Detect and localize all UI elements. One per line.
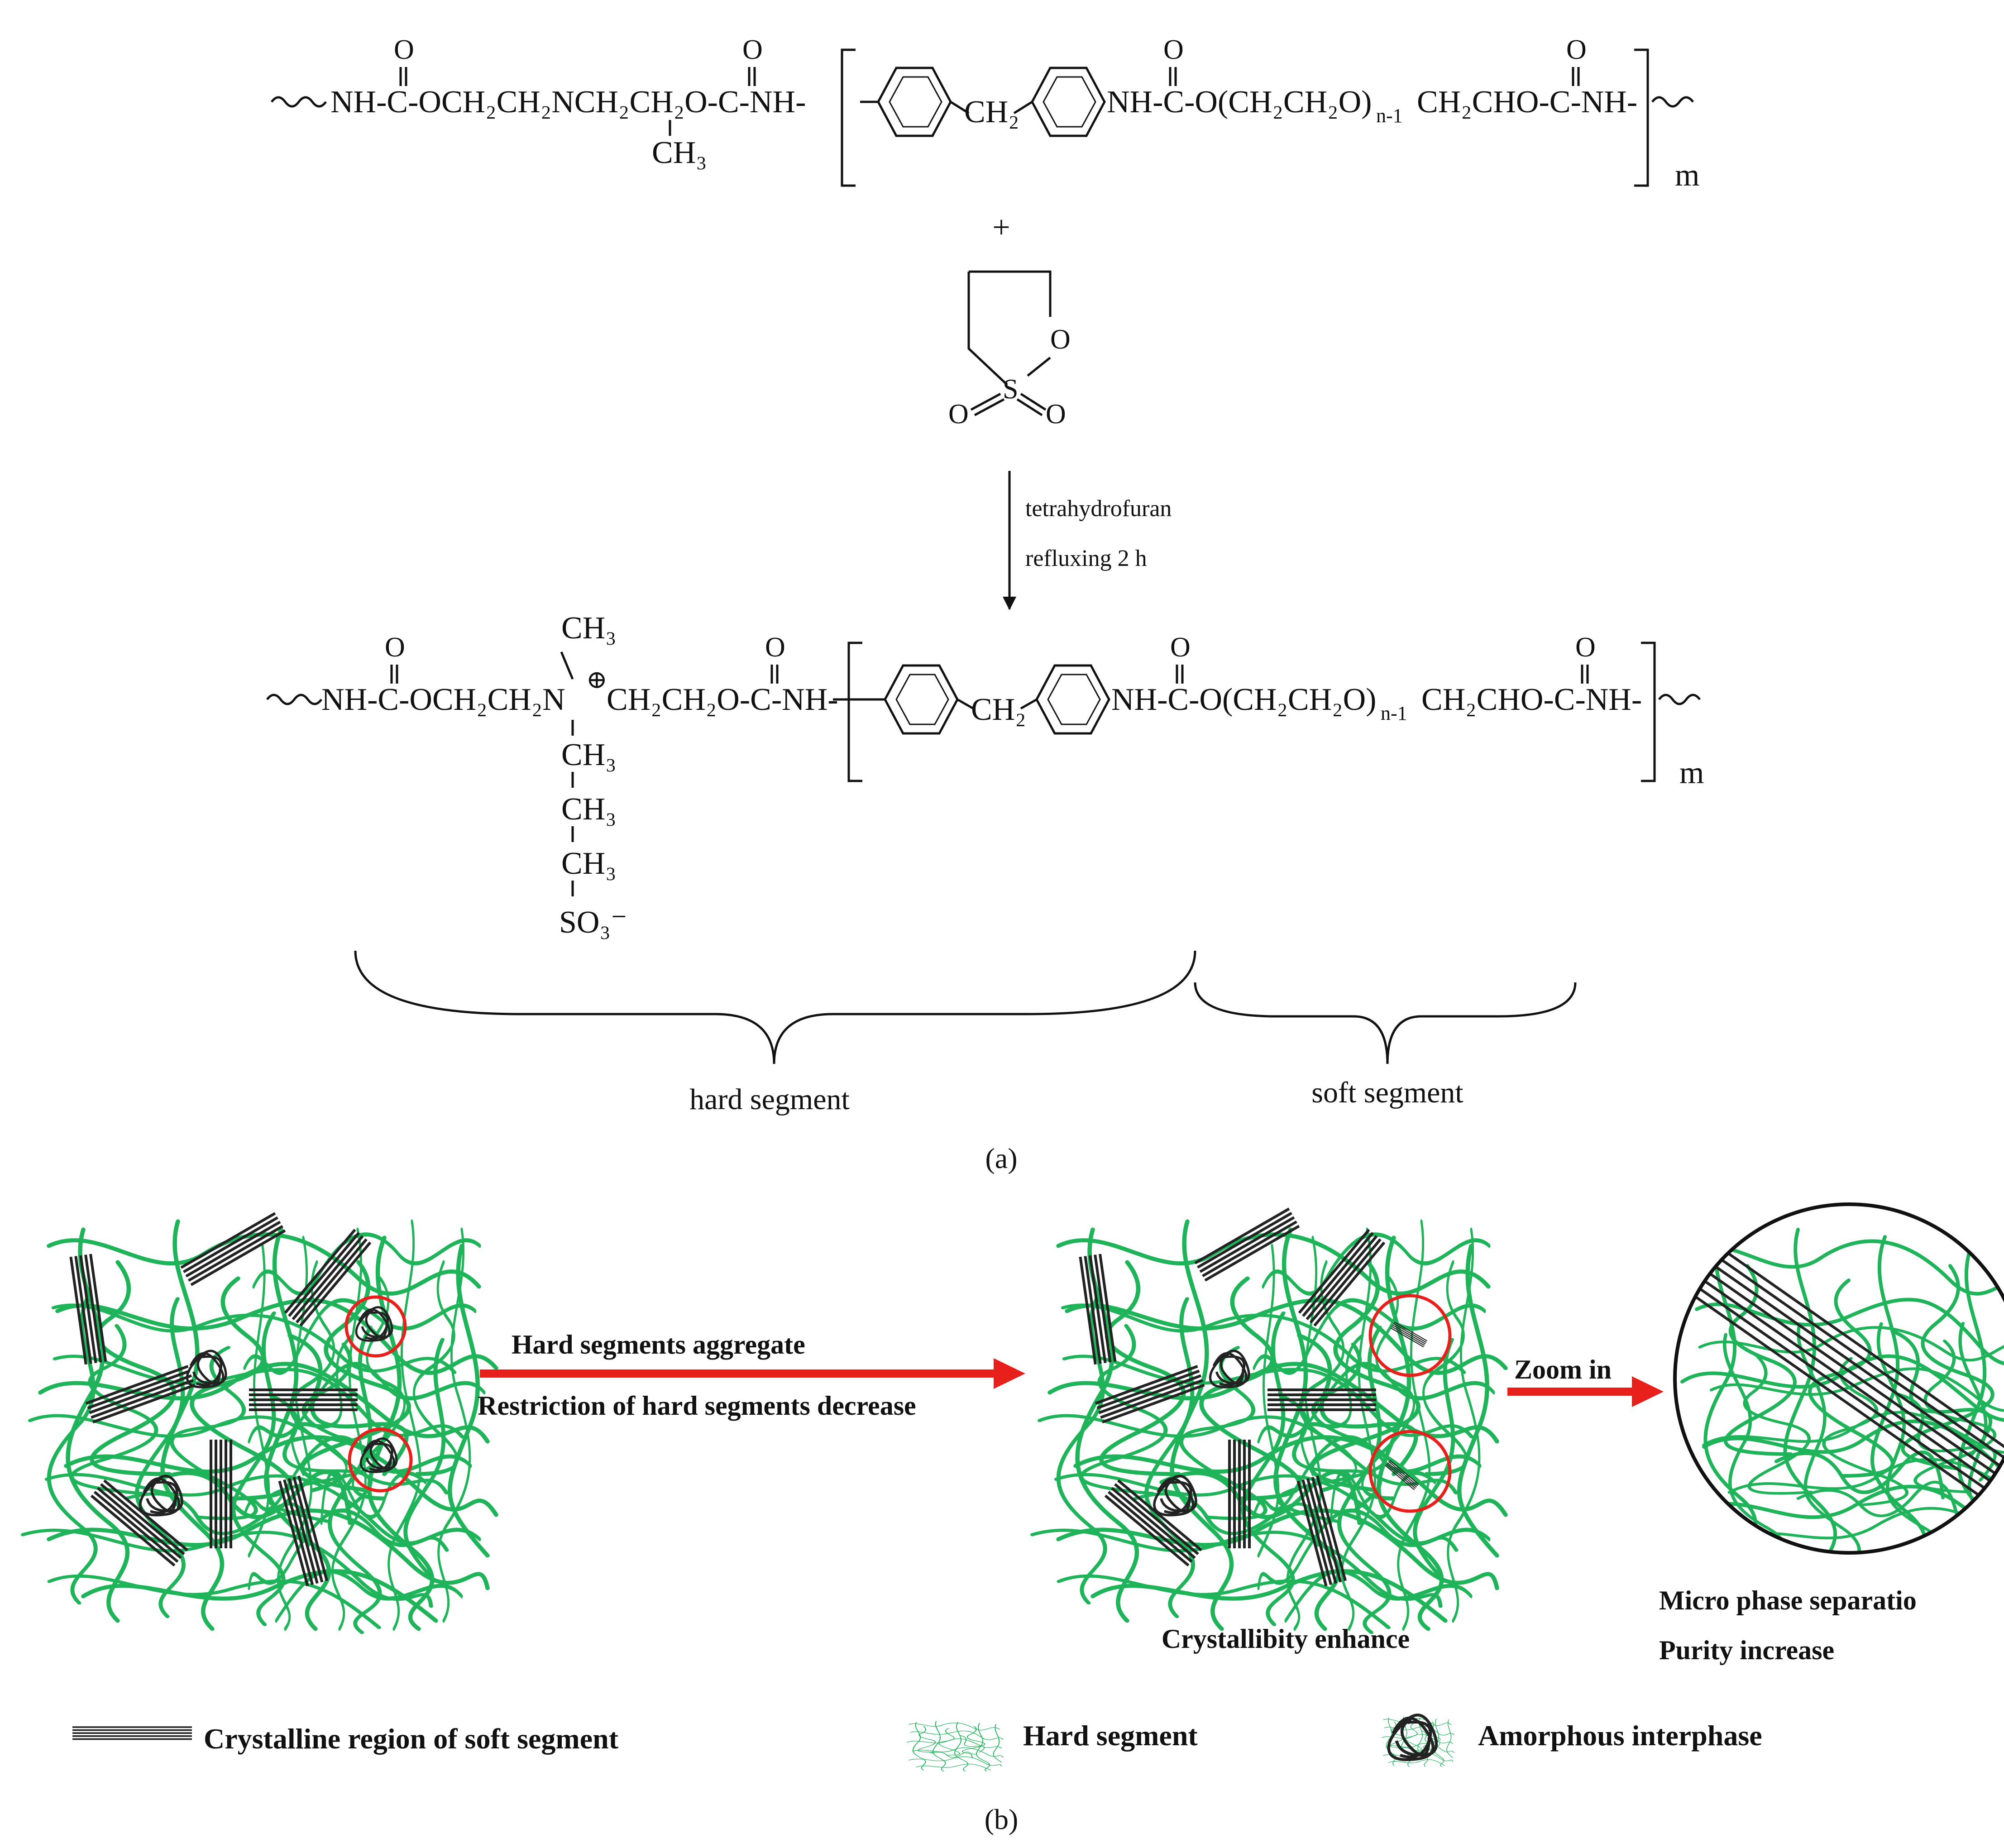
wavy-end-right-icon	[1658, 694, 1701, 705]
zoom-caption-line1: Micro phase separatio	[1659, 1585, 1917, 1615]
hard-segment-label: hard segment	[689, 1083, 850, 1116]
product-m: m	[1679, 756, 1704, 790]
morphology-after	[1015, 1209, 1506, 1638]
legend: Crystalline region of soft segment Hard …	[72, 1715, 1762, 1772]
product-tail-text: CH₂CHO-C-NH-	[1421, 682, 1642, 717]
reactant-methyl: CH₃	[652, 135, 707, 170]
reactant-ch2-bridge: CH₂	[964, 95, 1019, 129]
product-left-text: NH-C-OCH₂CH₂N	[321, 682, 565, 717]
arrow1-bottom-label: Restriction of hard segments decrease	[478, 1391, 916, 1421]
legend-crystalline-label: Crystalline region of soft segment	[204, 1723, 619, 1755]
reactant-o-3: O	[1163, 34, 1184, 65]
highlight-circle	[1368, 1430, 1452, 1513]
reactant-left-text: NH-C-OCH₂CH₂NCH₂CH₂O-C-NH-	[330, 85, 806, 120]
morphology-before	[5, 1213, 496, 1638]
panel-b-label: (b)	[985, 1803, 1019, 1835]
wavy-end-right-icon	[1651, 96, 1694, 108]
highlight-circle	[1368, 1294, 1452, 1377]
zoom-view	[1673, 1202, 2004, 1555]
condition-solvent: tetrahydrofuran	[1025, 496, 1172, 522]
product-o-4: O	[1575, 632, 1596, 663]
product-o-2: O	[765, 632, 785, 663]
benzene-ring-3-icon	[884, 664, 959, 735]
zoom-caption-line2: Purity increase	[1659, 1635, 1834, 1665]
panel-a: NH-C-OCH₂CH₂NCH₂CH₂O-C-NH- O CH₃ O CH₂	[266, 34, 1704, 1174]
soft-segment-label: soft segment	[1311, 1076, 1463, 1109]
product-ch2-bridge: CH₂	[971, 692, 1026, 727]
product-n-minus-1: n-1	[1381, 702, 1407, 724]
condition-time: refluxing 2 h	[1025, 546, 1147, 571]
sultone-ring-o: O	[1050, 324, 1071, 355]
reactant-o-1: O	[394, 34, 414, 65]
panel-a-label: (a)	[985, 1142, 1017, 1174]
product-after-n-text: CH₂CH₂O-C-NH-	[607, 682, 838, 717]
highlight-circle	[348, 1427, 413, 1493]
reactant-n-minus-1: n-1	[1376, 105, 1403, 127]
legend-hard-label: Hard segment	[1023, 1719, 1198, 1752]
sultone-s: S	[1003, 374, 1018, 405]
reactant-o-4: O	[1566, 34, 1587, 65]
benzene-ring-1-icon	[877, 67, 952, 137]
product-o-3: O	[1170, 632, 1191, 663]
product-positive-charge: ⊕	[586, 666, 607, 694]
product-top-methyl: CH₃	[561, 611, 617, 646]
reactant-polymer: NH-C-OCH₂CH₂NCH₂CH₂O-C-NH- O CH₃ O CH₂	[271, 34, 1699, 193]
legend-crystalline-icon	[72, 1727, 192, 1739]
benzene-ring-4-icon	[1035, 664, 1110, 735]
wavy-end-left-icon	[266, 694, 322, 705]
product-sulfonate: SO₃⁻	[559, 905, 627, 940]
zoom-arrow	[1507, 1376, 1664, 1407]
legend-amorphous-icon	[1382, 1715, 1454, 1767]
reactant-m: m	[1675, 158, 1699, 193]
plus-sign: +	[992, 210, 1010, 245]
reactant-right-text: NH-C-O(CH₂CH₂O)	[1107, 85, 1372, 120]
sultone-o-right: O	[1046, 399, 1066, 430]
panel-b: Hard segments aggregate Restriction of h…	[5, 1202, 2004, 1835]
product-right-text: NH-C-O(CH₂CH₂O)	[1111, 682, 1376, 717]
reactant-tail-text: CH₂CHO-C-NH-	[1417, 85, 1637, 120]
legend-hard-segment-icon	[906, 1721, 1004, 1772]
propane-sultone-structure: O S O O	[948, 270, 1071, 430]
benzene-ring-2-icon	[1031, 67, 1106, 137]
highlight-circle	[344, 1295, 407, 1358]
soft-segment-brace	[1194, 982, 1577, 1064]
hard-segment-brace	[354, 950, 1196, 1064]
crystallinity-caption: Crystallibity enhance	[1162, 1624, 1410, 1654]
legend-amorphous-label: Amorphous interphase	[1478, 1719, 1762, 1752]
product-chain-1: CH₃	[561, 737, 617, 772]
product-polymer: NH-C-OCH₂CH₂N O ⊕ CH₂CH₂O-C-NH- CH₃ O CH…	[266, 611, 1704, 940]
zoom-in-label: Zoom in	[1514, 1355, 1612, 1384]
wavy-end-left-icon	[271, 96, 327, 108]
aggregate-arrow	[480, 1358, 1025, 1389]
sultone-o-left: O	[948, 399, 969, 430]
arrow1-top-label: Hard segments aggregate	[512, 1330, 805, 1360]
reactant-o-2: O	[742, 34, 763, 65]
product-chain-2: CH₃	[561, 792, 617, 827]
product-o-1: O	[385, 632, 405, 663]
product-chain-3: CH₃	[561, 846, 617, 881]
